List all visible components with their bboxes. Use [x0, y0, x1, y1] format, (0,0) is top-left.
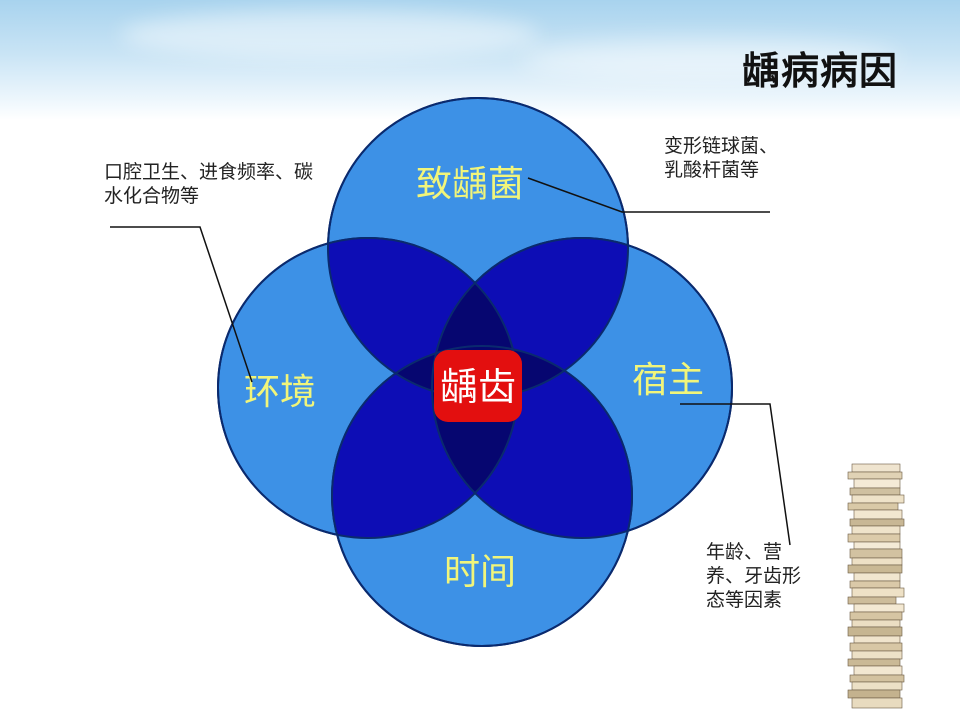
note-environment: 口腔卫生、进食频率、碳水化合物等 — [104, 161, 314, 207]
leader-line-environment — [110, 226, 253, 383]
label-caries: 龋齿 — [440, 365, 516, 409]
cloud-decoration — [120, 10, 540, 60]
label-bacteria: 致龋菌 — [416, 164, 524, 205]
book-stack-illustration — [847, 463, 905, 709]
label-environment: 环境 — [244, 372, 316, 413]
leader-line-bacteria — [527, 177, 770, 213]
cloud-decoration — [520, 40, 900, 80]
note-bacteria: 变形链球菌、乳酸杆菌等 — [664, 135, 779, 181]
note-host: 年龄、营养、牙齿形态等因素 — [706, 541, 802, 611]
label-time: 时间 — [444, 552, 516, 593]
overlap-time-host — [432, 346, 632, 538]
label-host: 宿主 — [632, 360, 704, 401]
center-caries-box — [434, 350, 522, 422]
slide-title: 龋病病因 — [741, 49, 898, 93]
leader-line-host — [680, 403, 791, 546]
